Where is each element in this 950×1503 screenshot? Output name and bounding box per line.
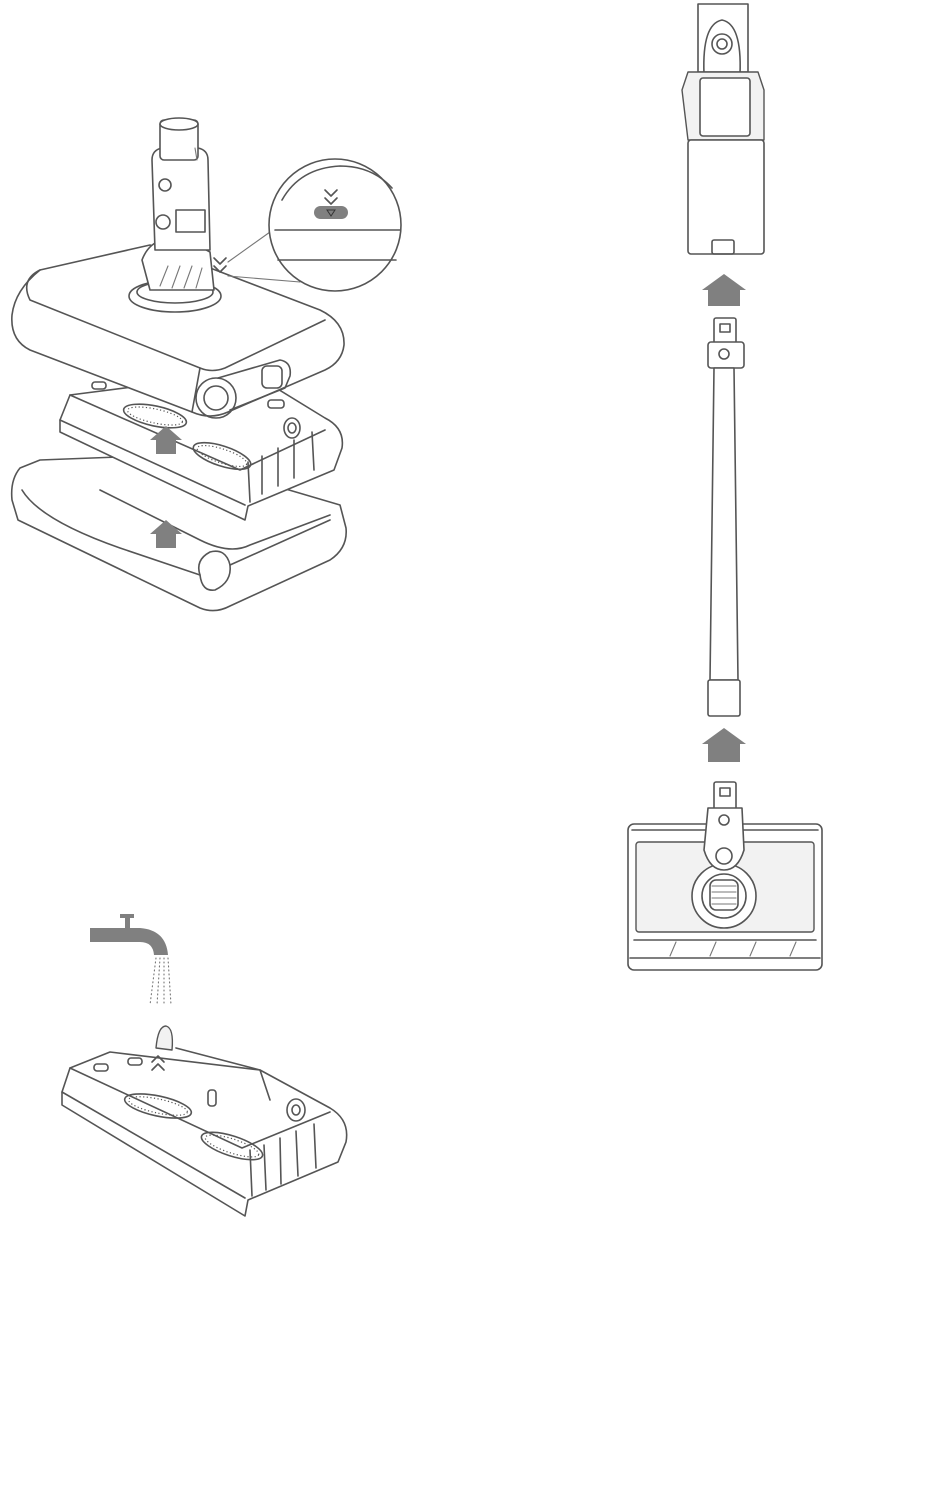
up-arrow-icon <box>702 274 746 306</box>
filter-cage <box>62 1026 347 1216</box>
extension-tube <box>708 318 744 716</box>
handheld-body <box>682 4 764 254</box>
water-stream <box>150 958 171 1005</box>
battery-connector <box>142 118 214 290</box>
filter-rinse <box>62 914 347 1216</box>
release-button-callout <box>228 159 401 291</box>
faucet-icon <box>90 914 168 955</box>
stick-vacuum-assembly <box>628 4 822 970</box>
battery-filter-assembly <box>12 118 401 611</box>
up-arrow-icon <box>702 728 746 762</box>
floor-brush-head <box>628 782 822 970</box>
